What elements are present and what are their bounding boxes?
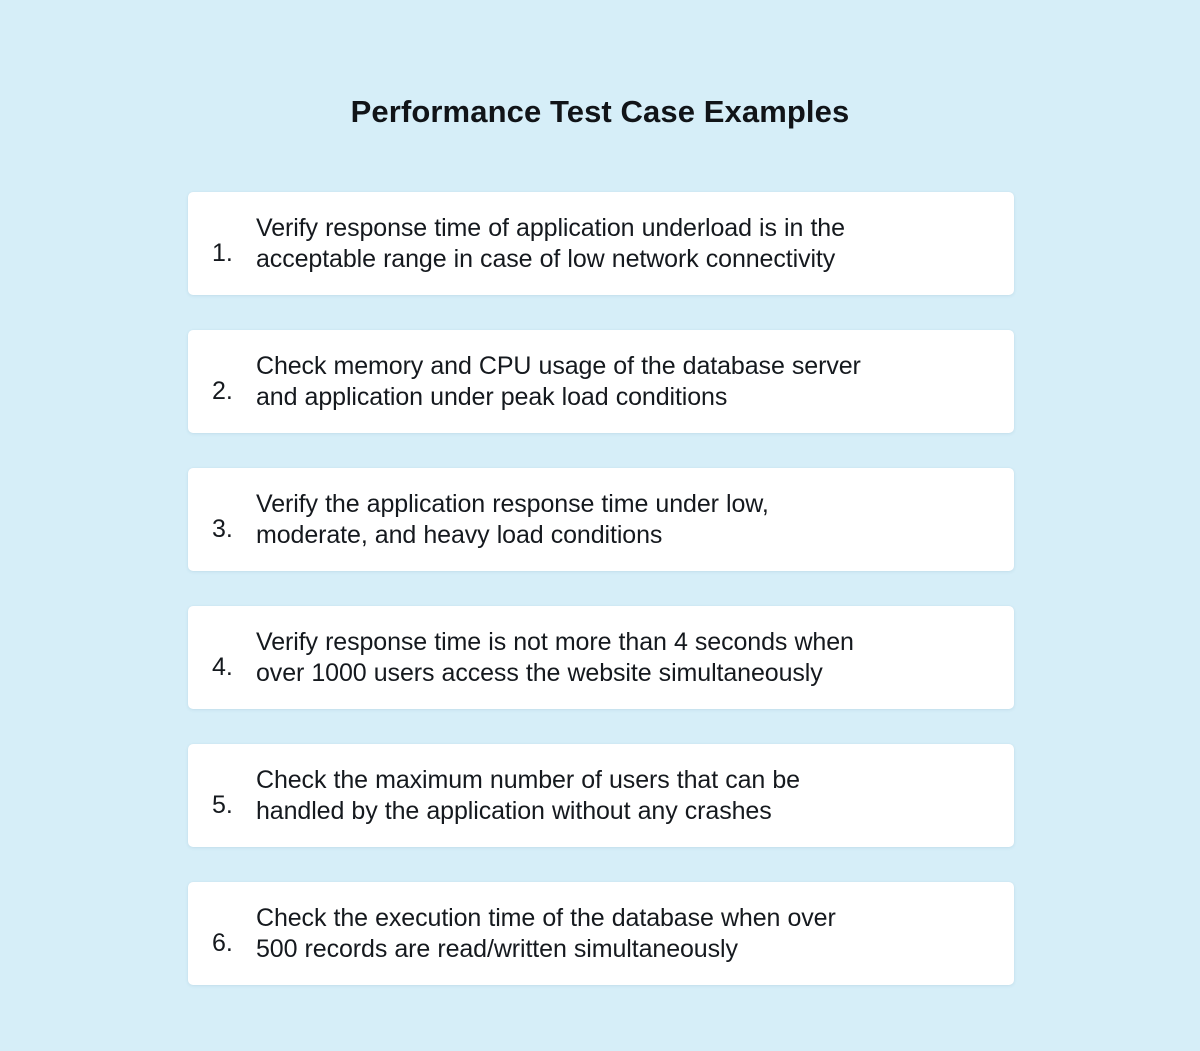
list-item: 4. Verify response time is not more than… (188, 606, 1014, 709)
test-case-list: 1. Verify response time of application u… (188, 192, 1014, 985)
list-item-line: and application under peak load conditio… (256, 382, 728, 411)
list-item-line: Check the execution time of the database… (256, 903, 836, 932)
list-item-number: 5. (212, 790, 233, 819)
list-item-text: Check the maximum number of users that c… (256, 765, 1000, 827)
list-item: 6. Check the execution time of the datab… (188, 882, 1014, 985)
list-item-text: Check memory and CPU usage of the databa… (256, 351, 1000, 413)
list-item-text: Verify response time is not more than 4 … (256, 627, 1000, 689)
list-item: 1. Verify response time of application u… (188, 192, 1014, 295)
list-item-line: Verify response time is not more than 4 … (256, 627, 854, 656)
list-item-number: 6. (212, 928, 233, 957)
list-item-line: handled by the application without any c… (256, 796, 772, 825)
list-item: 2. Check memory and CPU usage of the dat… (188, 330, 1014, 433)
list-item-line: Check memory and CPU usage of the databa… (256, 351, 861, 380)
list-item: 3. Verify the application response time … (188, 468, 1014, 571)
list-item: 5. Check the maximum number of users tha… (188, 744, 1014, 847)
list-item-number: 3. (212, 514, 233, 543)
list-item-line: acceptable range in case of low network … (256, 244, 836, 273)
list-item-number: 2. (212, 376, 233, 405)
list-item-line: Check the maximum number of users that c… (256, 765, 800, 794)
list-item-line: Verify the application response time und… (256, 489, 769, 518)
list-item-text: Check the execution time of the database… (256, 903, 1000, 965)
list-item-text: Verify response time of application unde… (256, 213, 1000, 275)
page-title: Performance Test Case Examples (350, 94, 850, 129)
list-item-line: over 1000 users access the website simul… (256, 658, 823, 687)
list-item-text: Verify the application response time und… (256, 489, 1000, 551)
list-item-number: 4. (212, 652, 233, 681)
list-item-number: 1. (212, 238, 233, 267)
list-item-line: Verify response time of application unde… (256, 213, 845, 242)
list-item-line: 500 records are read/written simultaneou… (256, 934, 738, 963)
list-item-line: moderate, and heavy load conditions (256, 520, 663, 549)
